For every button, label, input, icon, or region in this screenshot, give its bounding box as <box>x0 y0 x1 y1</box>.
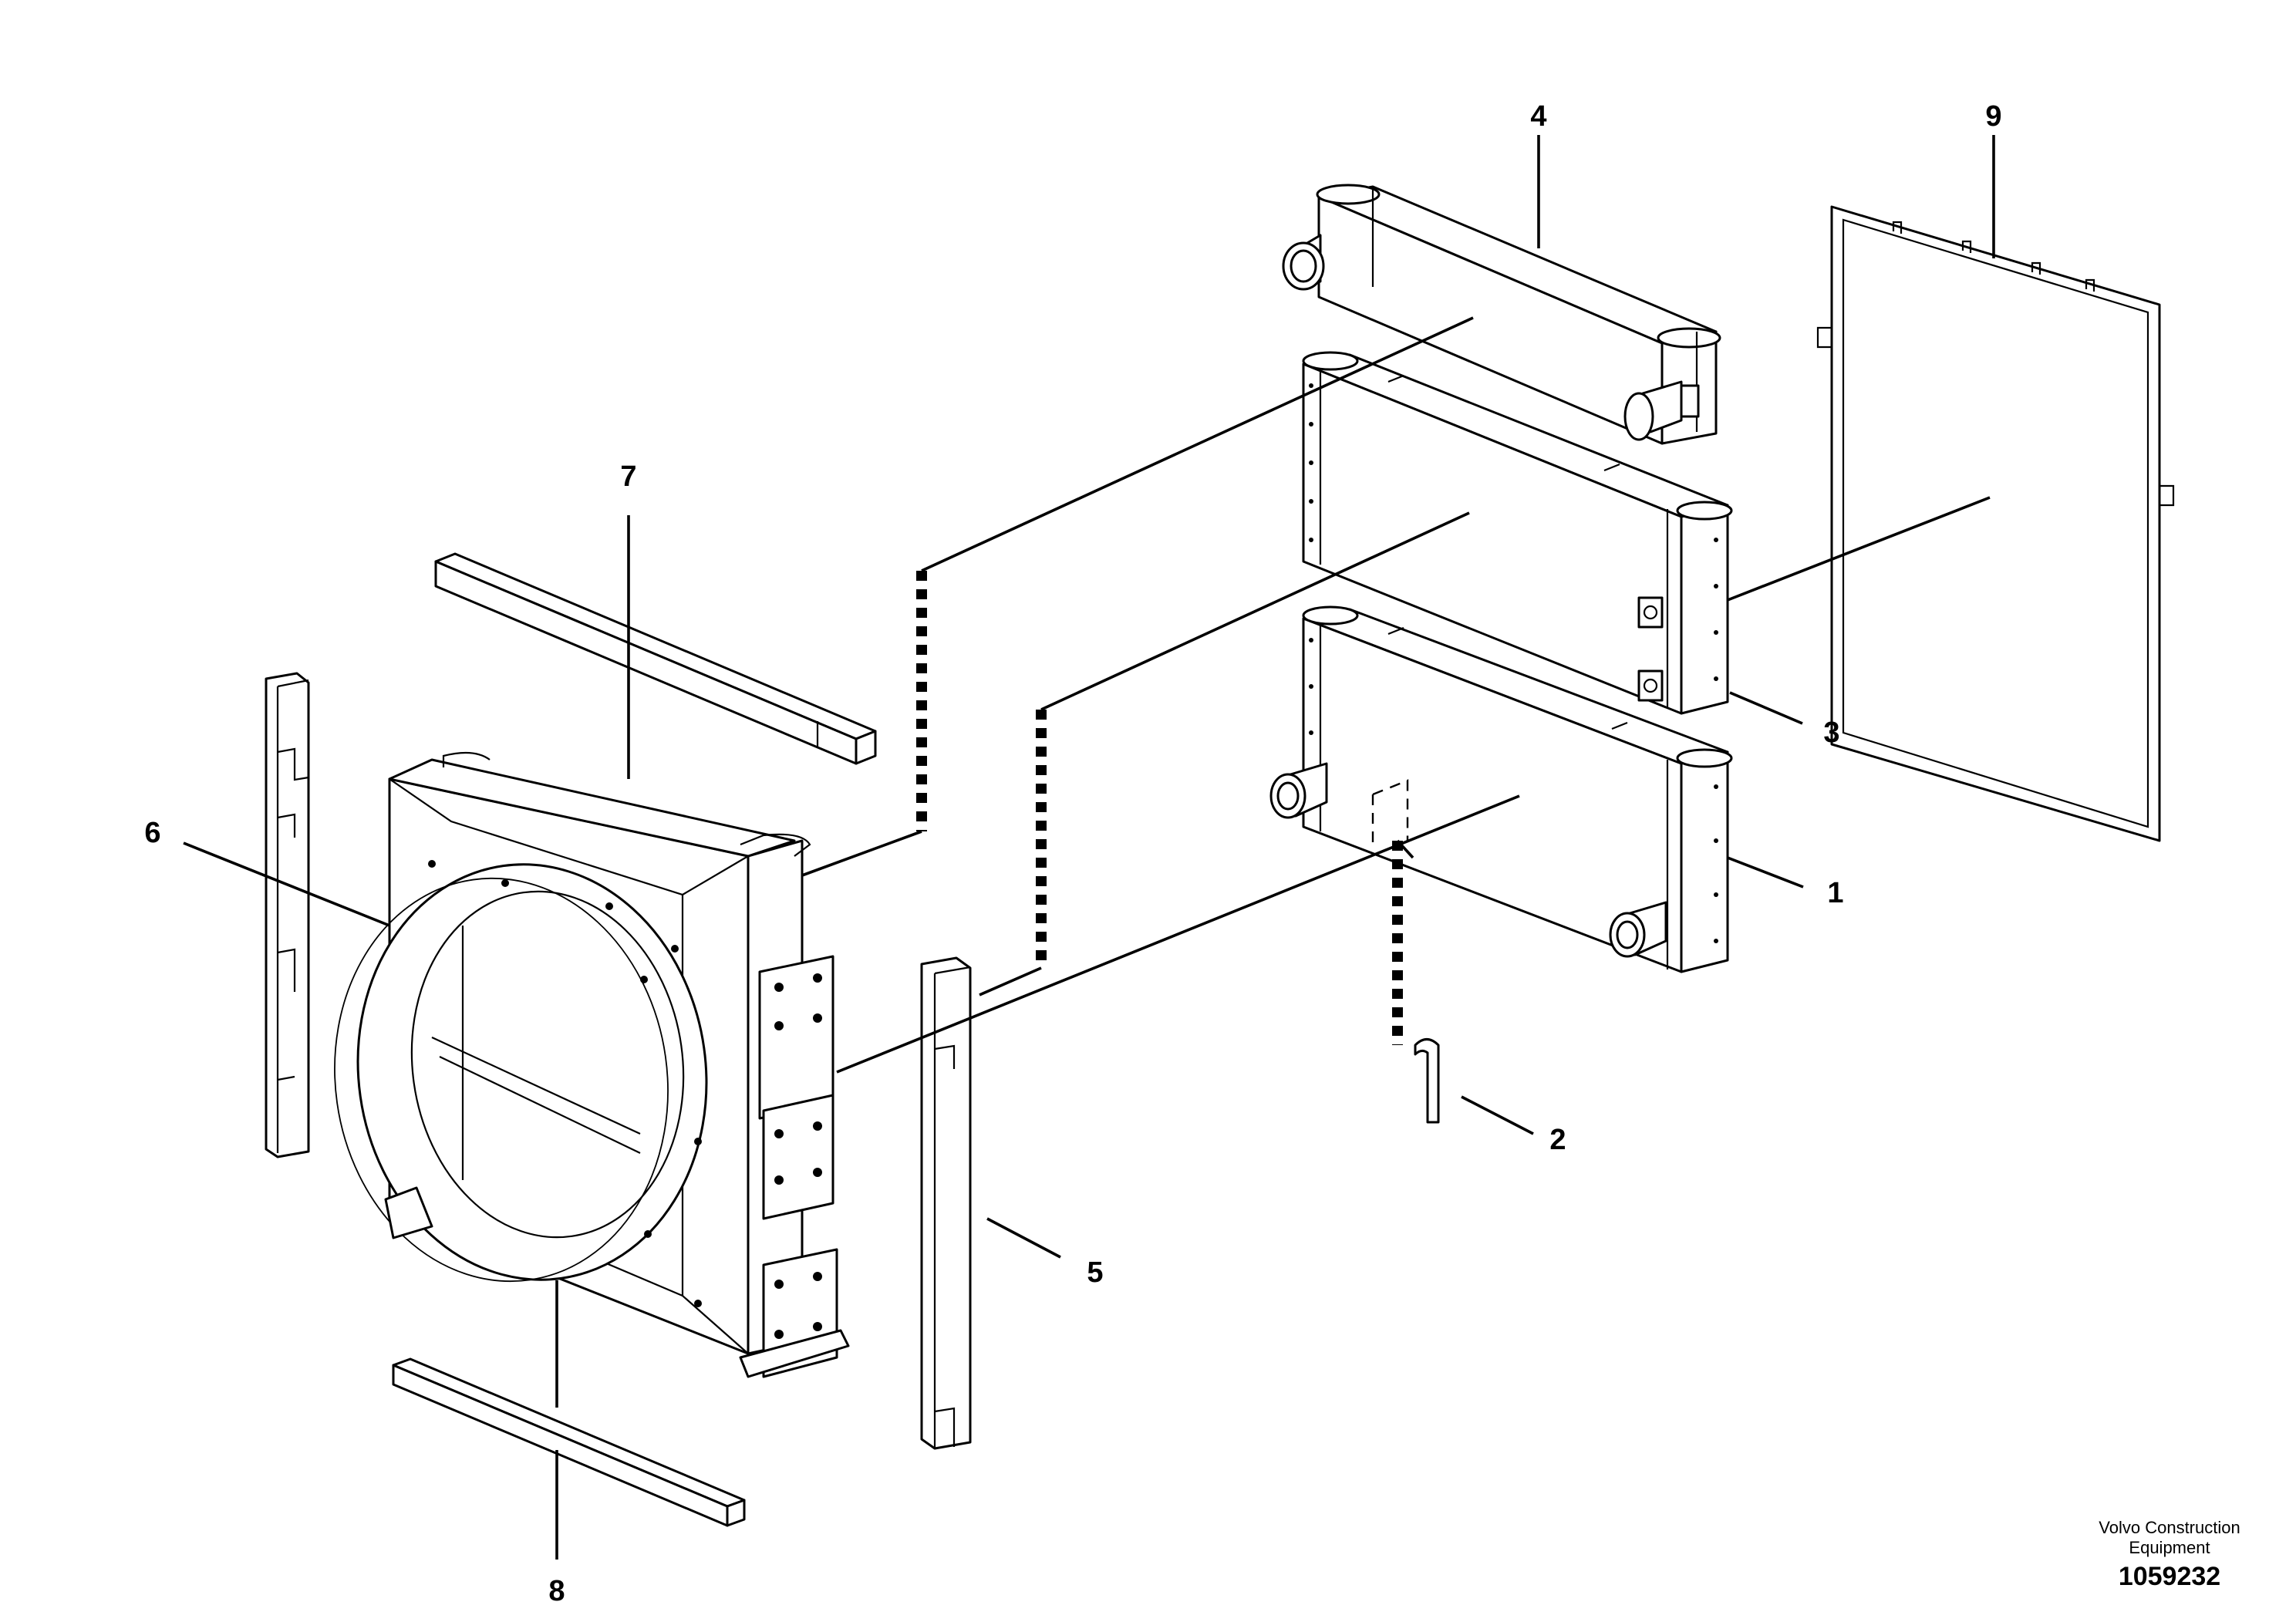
credit-line-2: Equipment <box>2129 1538 2210 1557</box>
part-6-left-seal <box>265 672 310 1158</box>
callout-4: 4 <box>1530 100 1546 133</box>
publisher-credit: Volvo Construction Equipment <box>2042 1518 2296 1558</box>
callout-1: 1 <box>1827 877 1843 909</box>
part-8-bottom-seal <box>392 1357 746 1527</box>
part-4-charge-air-cooler <box>1282 184 1721 445</box>
callouts: 1 2 3 4 5 6 7 8 9 <box>144 100 2001 1607</box>
part-3-radiator <box>1302 351 1733 715</box>
part-2-drain-hose <box>1414 1038 1440 1124</box>
leader-lines <box>183 135 1995 1560</box>
callout-7: 7 <box>620 460 636 493</box>
callout-3: 3 <box>1823 717 1839 749</box>
assembly-dashed-paths <box>916 571 1403 1045</box>
callout-6: 6 <box>144 817 160 849</box>
callout-8: 8 <box>548 1575 565 1607</box>
part-1-radiator <box>1269 605 1733 973</box>
credit-line-1: Volvo Construction <box>2099 1518 2240 1537</box>
part-7-top-seal <box>434 552 877 765</box>
callout-2: 2 <box>1549 1124 1566 1156</box>
part-5-right-seal <box>920 956 972 1450</box>
fan-shroud <box>334 751 850 1378</box>
callout-5: 5 <box>1087 1256 1103 1289</box>
callout-9: 9 <box>1985 100 2001 133</box>
document-number: 1059232 <box>2118 1562 2221 1591</box>
part-9-gasket <box>1816 205 2175 842</box>
